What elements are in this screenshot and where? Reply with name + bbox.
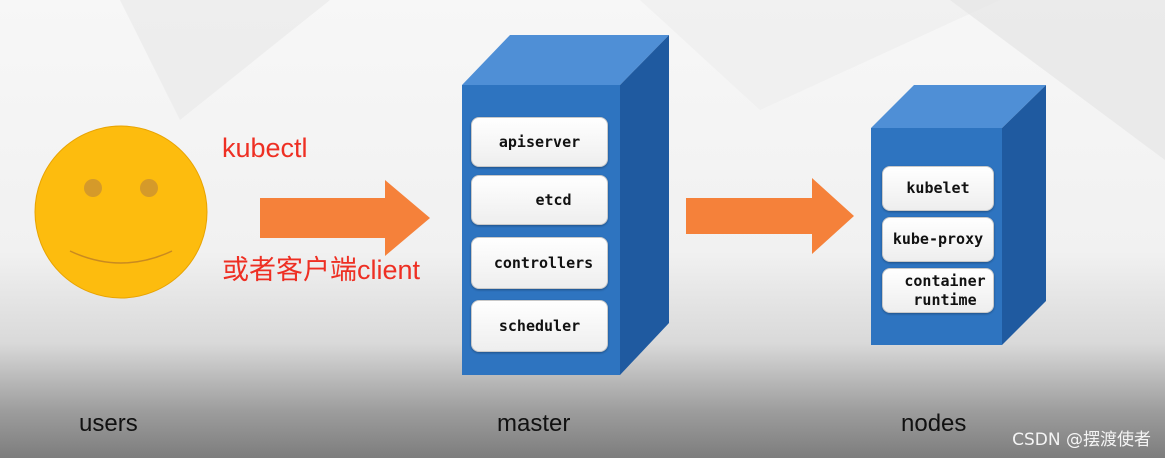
- users-label: users: [79, 410, 138, 437]
- master-component-controllers: controllers: [471, 237, 608, 289]
- kubectl-label: kubectl: [222, 133, 308, 163]
- user-smiley-icon: [34, 125, 208, 299]
- client-label: 或者客户端client: [222, 255, 421, 285]
- master-component-apiserver: apiserver: [471, 117, 608, 167]
- master-label: master: [497, 410, 571, 437]
- master-component-scheduler: scheduler: [471, 300, 608, 352]
- node-component-kubelet: kubelet: [882, 166, 994, 211]
- watermark: CSDN @摆渡使者: [1012, 430, 1151, 450]
- arrow-to-nodes-icon: [686, 178, 854, 254]
- arrow-to-master-icon: [260, 180, 430, 256]
- node-component-container-runtime: container runtime: [882, 268, 994, 313]
- node-component-kube-proxy: kube-proxy: [882, 217, 994, 262]
- master-component-etcd: etcd: [471, 175, 608, 225]
- nodes-label: nodes: [901, 410, 967, 437]
